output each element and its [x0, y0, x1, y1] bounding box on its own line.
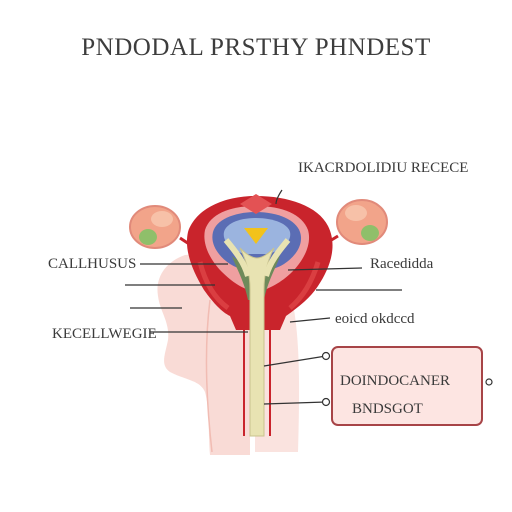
yellow-core — [244, 228, 268, 244]
callout-box — [331, 346, 483, 426]
leader-right-1 — [287, 267, 363, 271]
neck-left-edge — [205, 299, 213, 453]
stalk-right-branch — [263, 238, 291, 277]
leader-callout-2 — [263, 401, 327, 405]
label-right-2: eoicd okdccd — [335, 311, 415, 327]
leader-top — [275, 189, 283, 205]
callout-dot-right — [485, 378, 493, 386]
outer-red-highlight — [197, 261, 230, 311]
top-peak — [240, 194, 272, 214]
stalk — [239, 247, 275, 437]
label-left-2: KECELLWEGIE — [52, 326, 157, 342]
label-left-1: CALLHUSUS — [48, 256, 137, 272]
leader-callout-1 — [263, 355, 327, 367]
neck-skin-right — [255, 290, 300, 452]
callout-dot-2 — [321, 397, 331, 407]
label-right-1: Racedidda — [370, 256, 434, 272]
callout-dot-1 — [321, 351, 331, 361]
label-top-right: IKACRDOLIDIU RECECE — [298, 160, 469, 176]
leader-right-3 — [289, 317, 331, 323]
stalk-left-branch — [223, 238, 251, 277]
left-gland — [129, 205, 181, 249]
page-title: PNDODAL PRSTHY PHNDEST — [81, 34, 431, 61]
right-gland — [336, 199, 388, 245]
callout-line-2: BNDSGOT — [352, 401, 423, 417]
outer-red-highlight-right — [288, 261, 321, 310]
callout-line-1: DOINDOCANER — [340, 373, 450, 389]
